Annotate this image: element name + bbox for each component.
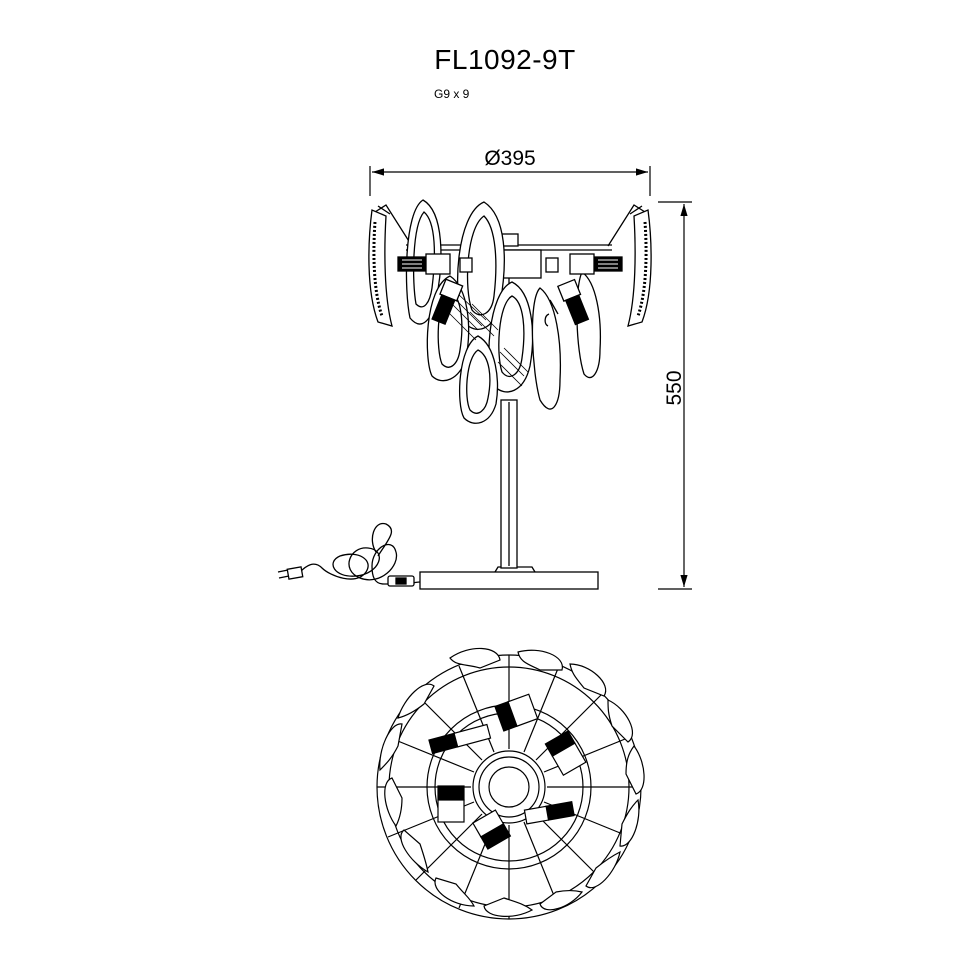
bulb-socket-angled-left (431, 278, 464, 326)
diameter-dimension-line (369, 166, 651, 196)
lamp-top-view (376, 647, 645, 920)
lamp-base (419, 571, 599, 590)
crystal-petal (531, 287, 561, 410)
crystal-petal (459, 335, 499, 424)
power-plug (277, 566, 304, 580)
bulb-socket-left (397, 253, 451, 275)
bulb-spec: G9 x 9 (434, 87, 470, 101)
crystal-petal (576, 271, 602, 379)
top-view-sockets (428, 693, 587, 850)
crystal-panel-right (627, 209, 652, 327)
model-title: FL1092-9T (434, 44, 576, 75)
height-dimension-line (658, 201, 692, 590)
power-cord (299, 544, 421, 586)
lamp-side-view (277, 199, 652, 590)
crystal-panel-left (368, 209, 393, 327)
bulb-socket-right (569, 253, 623, 275)
diameter-dimension-label: Ø395 (484, 147, 536, 170)
bulb-socket-angled-right (556, 278, 590, 326)
outer-petals (379, 647, 645, 917)
